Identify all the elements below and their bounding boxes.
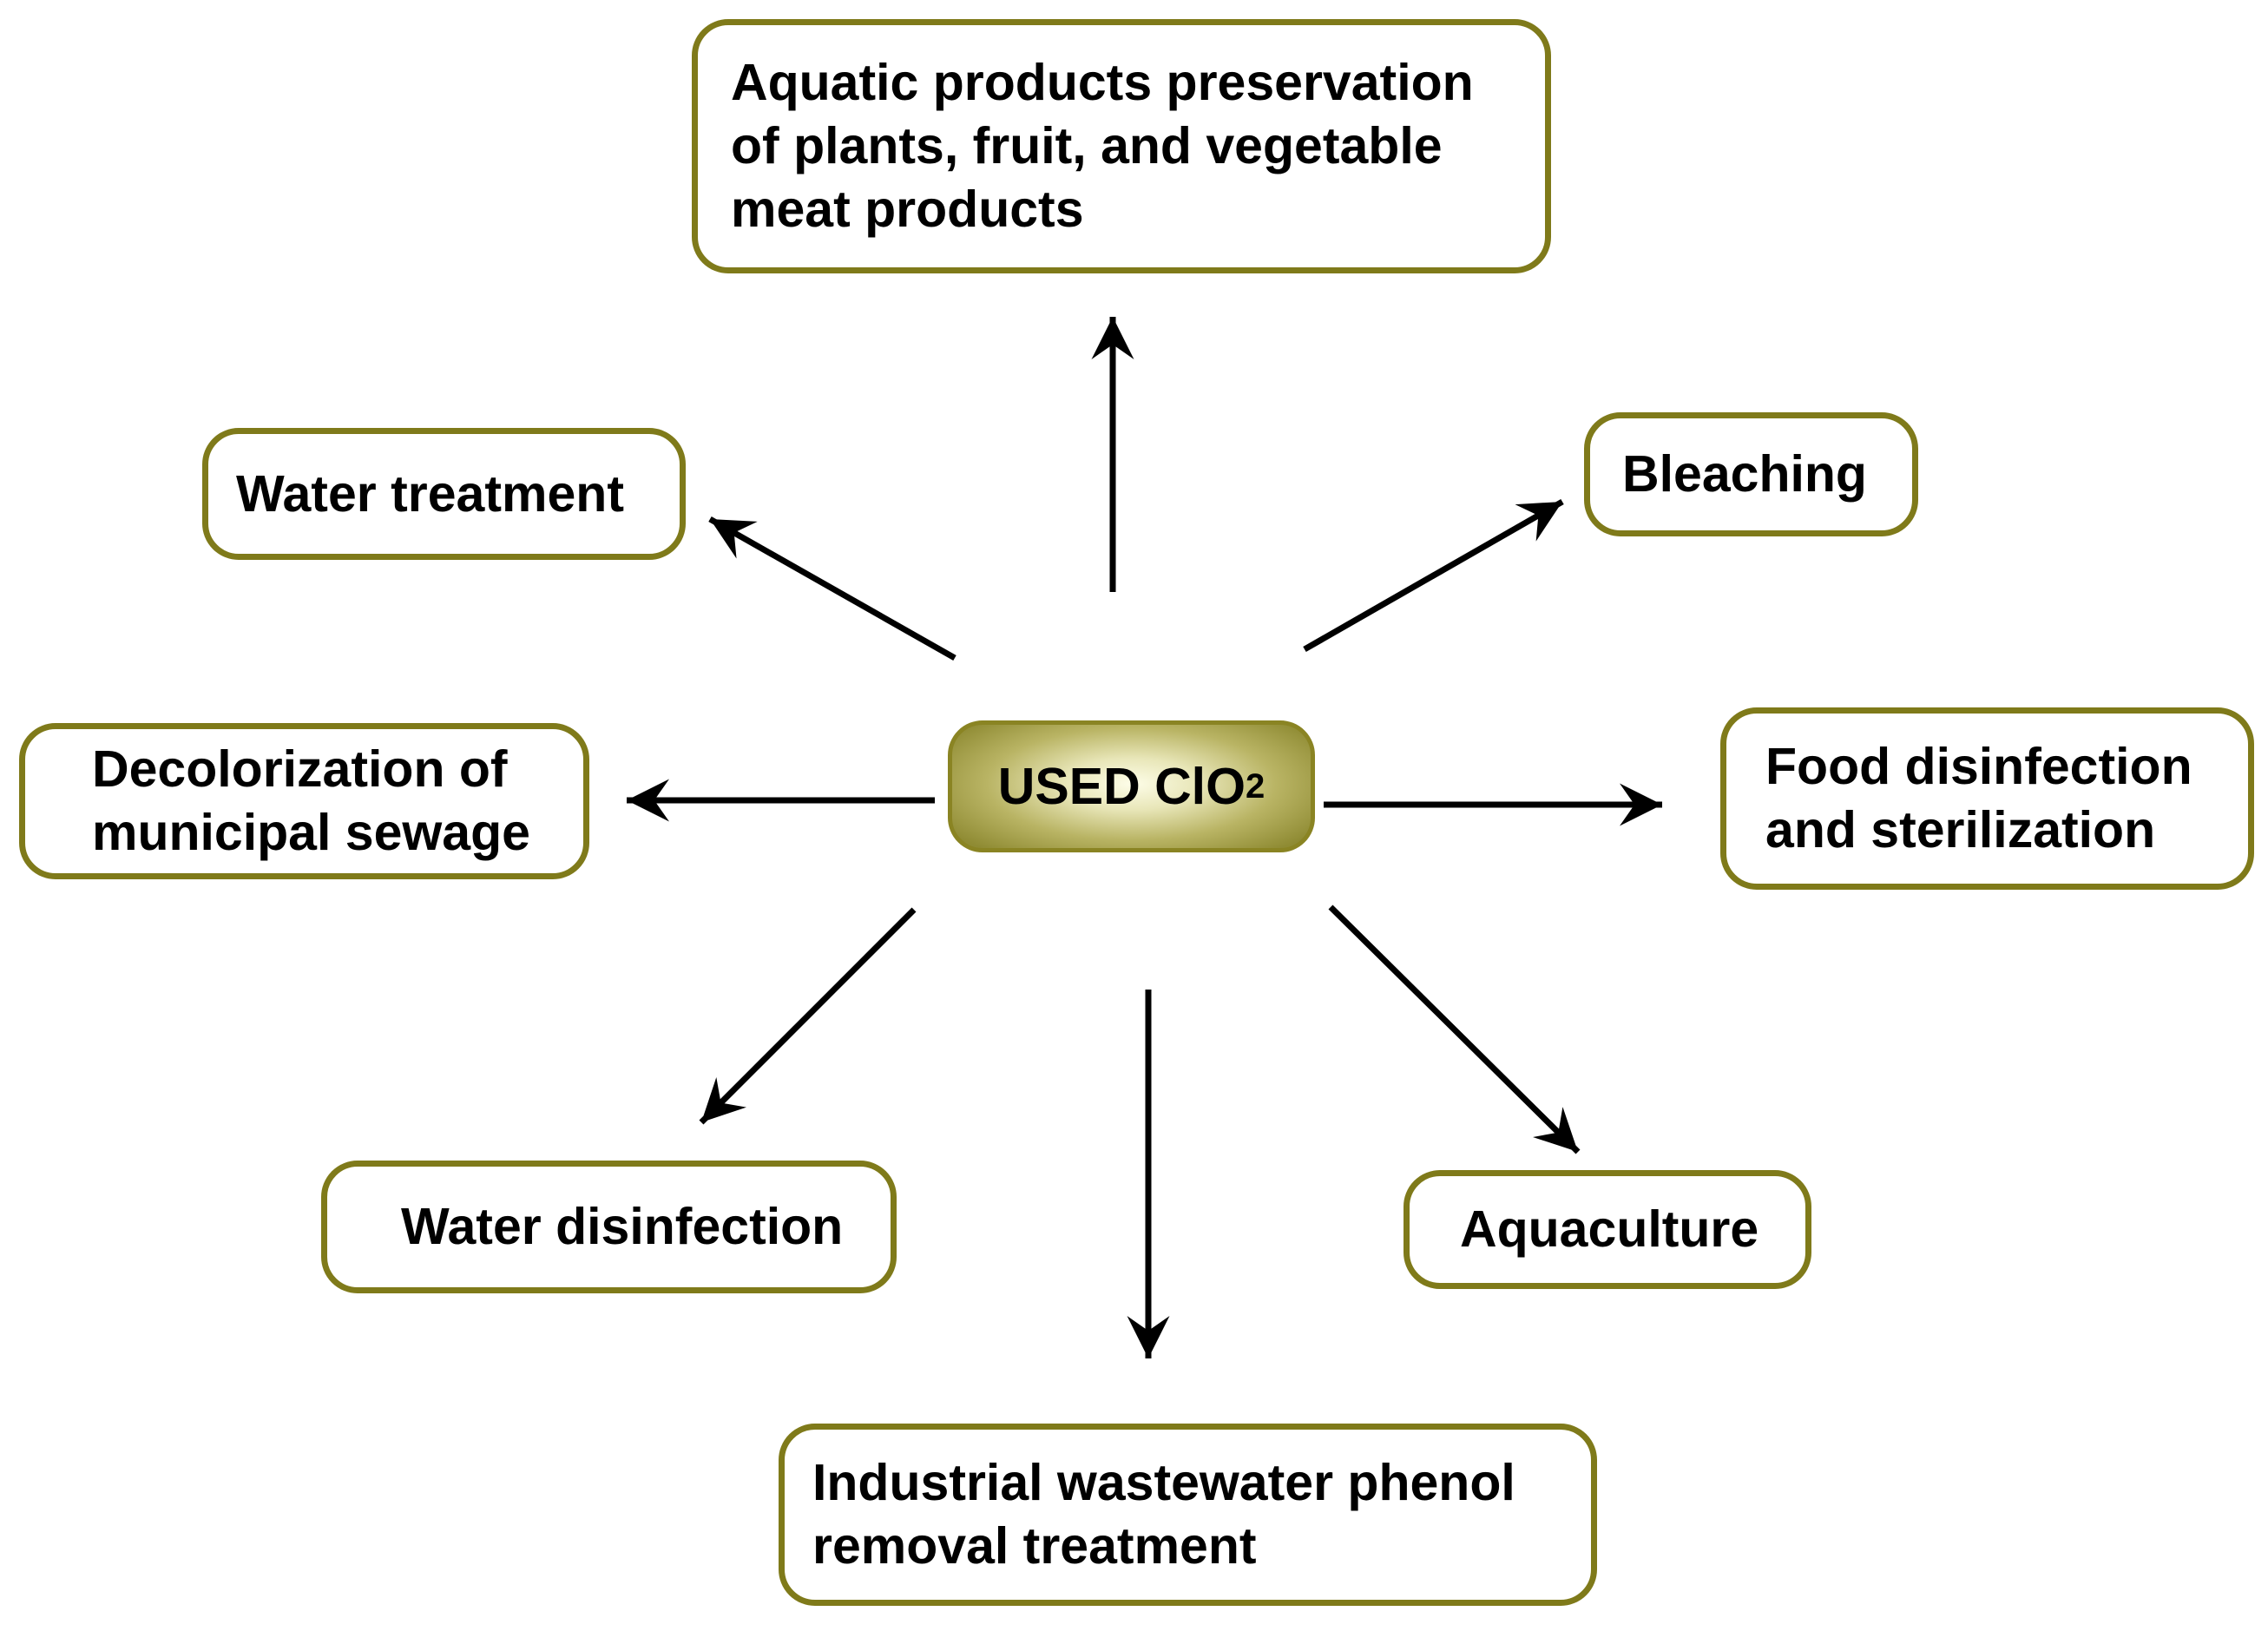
node-text-line: and sterilization — [1765, 801, 2156, 858]
arrow-to-water-treatment — [708, 516, 957, 661]
arrow-to-water-disinfection — [699, 907, 917, 1125]
node-text-line: of plants, fruit, and vegetable — [731, 117, 1443, 174]
node-decolorization-of-municipal-sewage: Decolorization of municipal sewage — [19, 723, 589, 879]
node-text-line: Aquaculture — [1460, 1200, 1759, 1258]
node-water-treatment: Water treatment — [202, 428, 686, 560]
node-aquatic-products-preservation: Aquatic products preservation of plants,… — [692, 19, 1551, 273]
node-text-line: removal treatment — [812, 1517, 1257, 1575]
node-text-line: municipal sewage — [92, 804, 530, 861]
node-bleaching: Bleaching — [1584, 412, 1918, 536]
node-text-line: meat products — [731, 181, 1084, 238]
node-text-line: Water treatment — [236, 464, 624, 523]
node-text-line: Bleaching — [1622, 445, 1867, 503]
node-industrial-wastewater-phenol-removal: Industrial wastewater phenol removal tre… — [779, 1424, 1597, 1606]
node-text-line: Decolorization of — [92, 740, 508, 798]
arrow-to-bleaching — [1303, 498, 1564, 653]
node-aquaculture: Aquaculture — [1404, 1170, 1811, 1289]
center-label: USED ClO — [997, 758, 1246, 815]
node-text-line: Aquatic products preservation — [731, 54, 1474, 111]
node-text-line: Industrial wastewater phenol — [812, 1454, 1515, 1511]
node-water-disinfection: Water disinfection — [321, 1161, 897, 1293]
arrow-to-aquaculture — [1328, 904, 1581, 1154]
node-text-line: Food disinfection — [1765, 738, 2192, 795]
node-food-disinfection-and-sterilization: Food disinfection and sterilization — [1720, 707, 2254, 890]
node-text-line: Water disinfection — [401, 1198, 844, 1255]
